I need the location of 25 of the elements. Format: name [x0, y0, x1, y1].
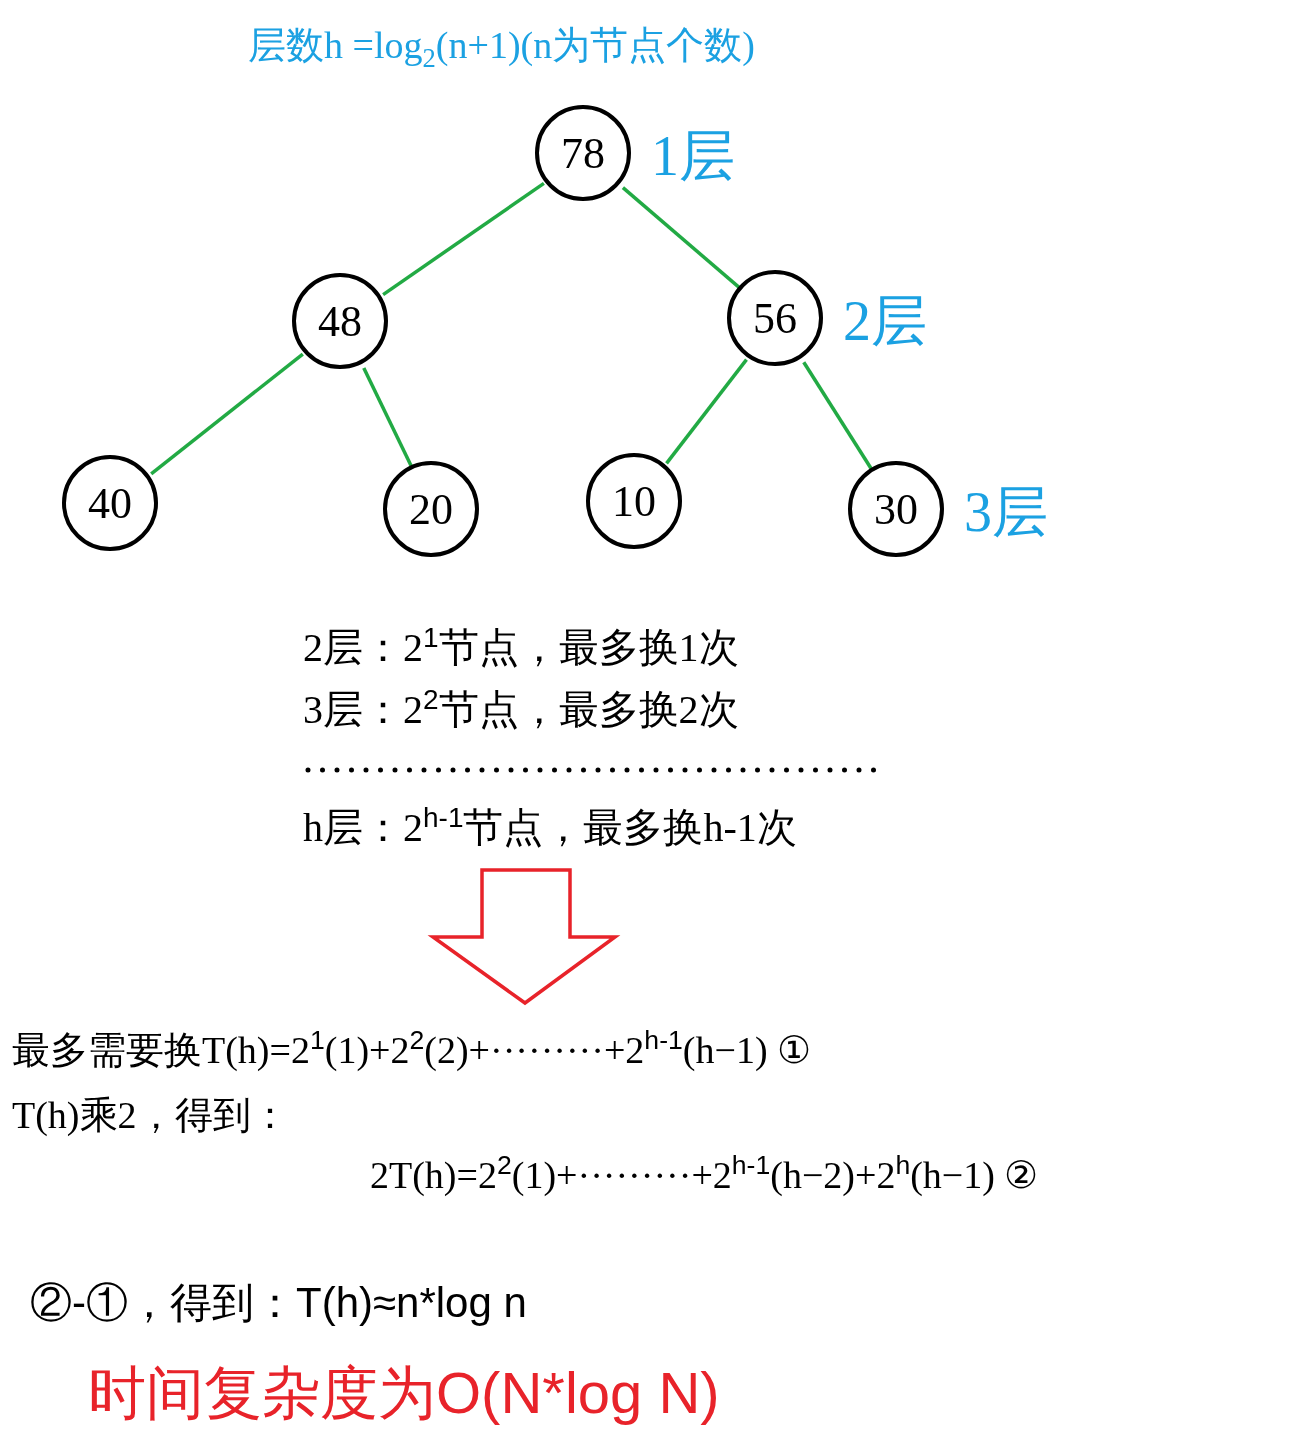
conclusion-text: 时间复杂度为O(N*log N): [88, 1359, 720, 1427]
tree-node-circle: 48: [292, 273, 388, 369]
title: 层数h =log$_{2}$(n+1)(n为节点个数): [248, 23, 755, 74]
formula: 最多需要换T(h)=2$^{1}$(1)+2$^{2}$(2)+·········+2$^{h-1}$(h−1) ①: [12, 1025, 812, 1073]
tree-node-circle: 40: [62, 455, 158, 551]
tree-node-circle: 10: [586, 453, 682, 549]
tree-node-circle: 78: [535, 105, 631, 201]
level-label: 1层: [651, 124, 735, 189]
tree-edge: [665, 358, 748, 465]
text-line: 3层：2$^{2}$节点，最多换2次: [303, 682, 739, 734]
formula: 2T(h)=2$^{2}$(1)+·········+2$^{h-1}$(h−2)+2$^{h}$(h−1) ②: [370, 1150, 1039, 1197]
text-line: h层：2$^{h-1}$节点，最多换h-1次: [303, 800, 797, 852]
tree-node-circle: 20: [383, 461, 479, 557]
tree-edge: [621, 186, 741, 289]
text-line: 2层：2$^{1}$节点，最多换1次: [303, 620, 739, 672]
level-label: 3层: [964, 480, 1048, 545]
formula: ②-①，得到：T(h)≈n*log n: [30, 1278, 527, 1328]
tree-edge: [802, 361, 873, 470]
tree-node-circle: 56: [727, 270, 823, 366]
level-label: 2层: [843, 289, 927, 354]
tree-edge: [362, 367, 413, 467]
tree-edge: [382, 182, 545, 296]
tree-node-circle: 30: [848, 461, 944, 557]
tree-edge: [150, 352, 304, 476]
text-line: T(h)乘2，得到：: [12, 1093, 289, 1138]
